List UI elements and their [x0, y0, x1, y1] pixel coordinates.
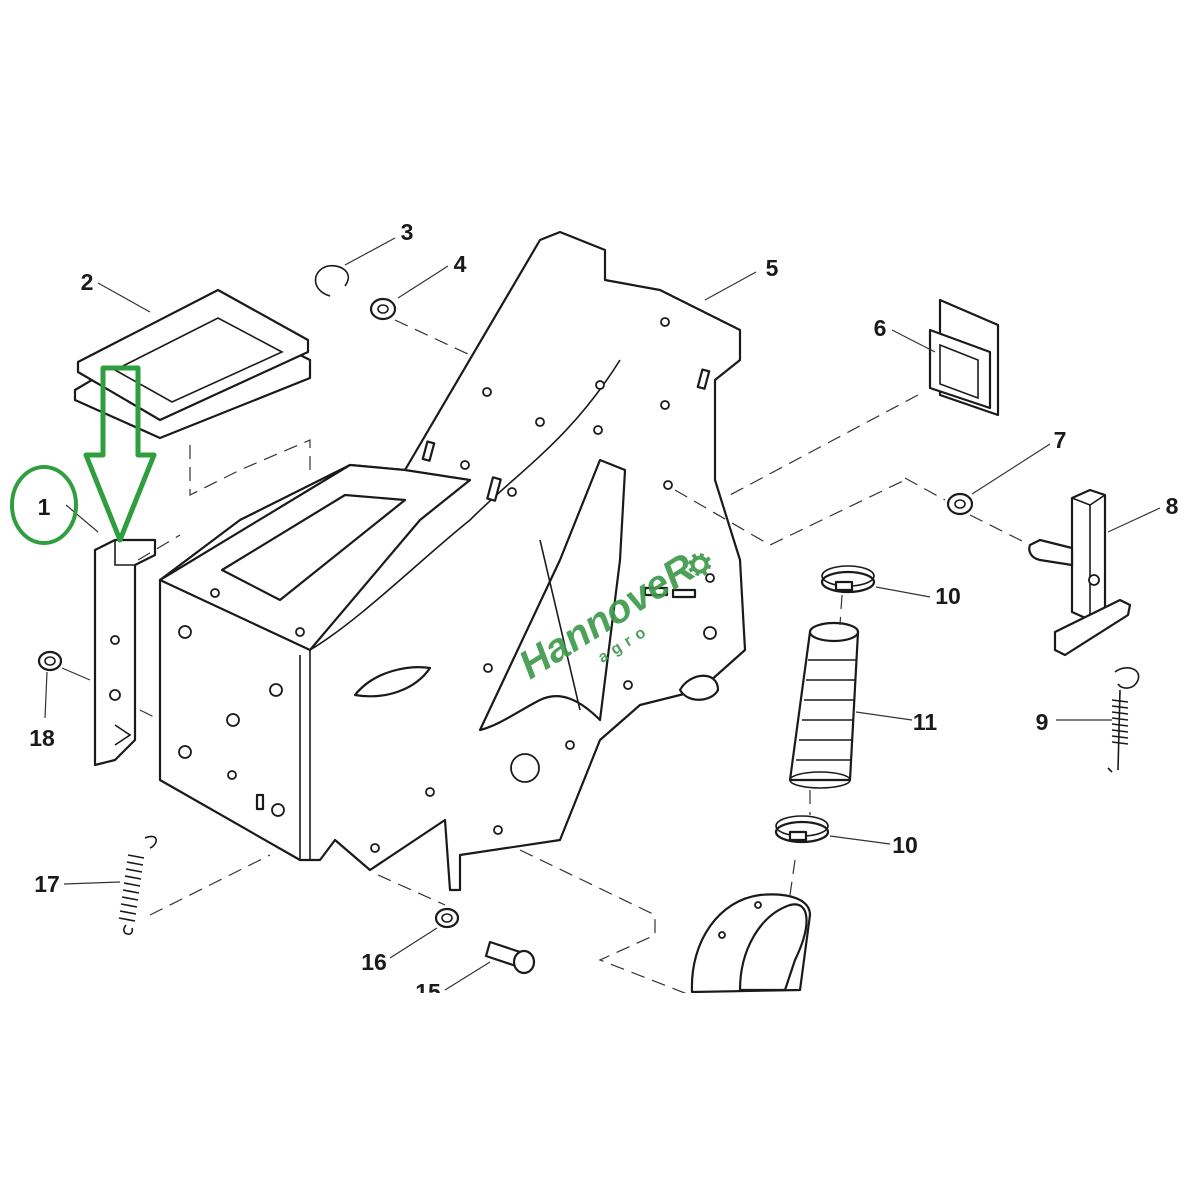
- highlight-callout: [10, 365, 157, 545]
- callout-11: 11: [913, 709, 938, 735]
- callout-10a: 10: [935, 583, 961, 609]
- main-frame-part-5: [158, 230, 747, 892]
- dashed-assembly-lines: [137, 319, 1031, 996]
- callout-9: 9: [1036, 709, 1049, 735]
- callout-10b: 10: [892, 832, 918, 858]
- washer-part-16: [434, 907, 460, 929]
- gasket-part-2: [73, 288, 312, 440]
- bottom-mask: [0, 993, 1200, 1200]
- lever-part-8: [1028, 488, 1132, 657]
- callout-5: 5: [766, 255, 779, 281]
- callout-3: 3: [401, 219, 414, 245]
- nut-part-18: [37, 650, 63, 672]
- callout-labels: 1 2 3 4 5 6 7 8 9 10 10 11 15 16 17 18: [29, 219, 1178, 1005]
- callout-8: 8: [1166, 493, 1179, 519]
- spring-coils-9: [1111, 699, 1129, 745]
- bracket-part-1: [93, 538, 157, 767]
- hose-clamp-part-10-bottom: [774, 815, 830, 844]
- bolt-part-15: [484, 940, 536, 975]
- callout-2: 2: [81, 269, 94, 295]
- gear-icon: [688, 553, 712, 577]
- circlip-part-3: [314, 264, 350, 297]
- washer-part-7: [946, 492, 974, 516]
- washer-part-4: [369, 297, 397, 321]
- callout-1: 1: [38, 494, 51, 520]
- highlight-circle: [10, 465, 78, 545]
- spring-pin-part-9: [1107, 667, 1140, 773]
- frame-holes: [178, 317, 717, 853]
- callout-6: 6: [874, 315, 887, 341]
- hose-part-11: [788, 621, 860, 789]
- highlight-arrow: [83, 365, 157, 543]
- outlet-elbow: [690, 893, 812, 994]
- grommet-part-6: [928, 298, 1000, 417]
- leader-lines: [44, 237, 1161, 991]
- callout-16: 16: [361, 949, 387, 975]
- callout-17: 17: [34, 871, 60, 897]
- callout-4: 4: [454, 251, 467, 277]
- hose-clamp-part-10-top: [820, 565, 876, 594]
- callout-7: 7: [1054, 427, 1067, 453]
- spring-part-17: [118, 835, 157, 935]
- callout-18: 18: [29, 725, 55, 751]
